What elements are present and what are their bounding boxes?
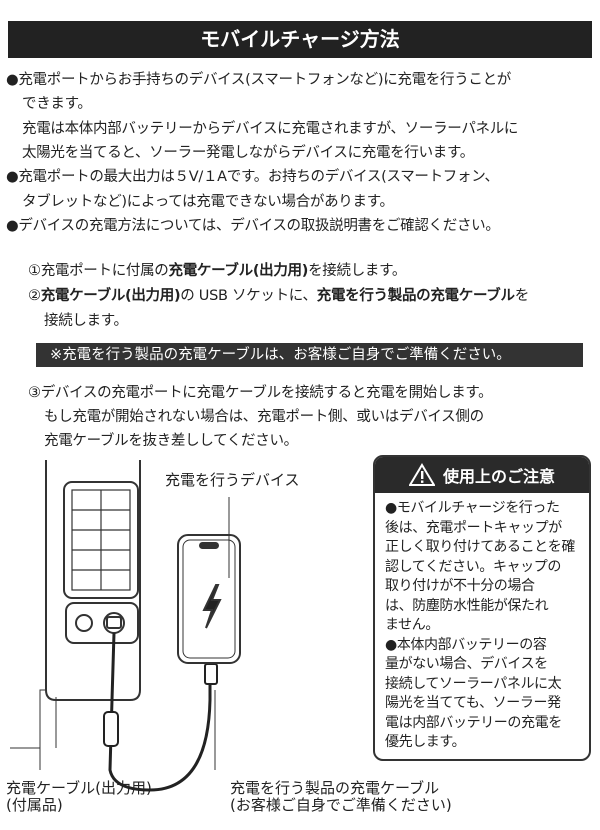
product-cable-label-2: (お客様ご自身でご準備ください) bbox=[230, 796, 452, 814]
step-3-line-1: ③デバイスの充電ポートに充電ケーブルを接続すると充電を開始します。 bbox=[28, 385, 493, 401]
bullet-1-line-4: 太陽光を当てると、ソーラー発電しながらデバイスに充電を行います。 bbox=[22, 145, 474, 161]
caution-line: 優先します。 bbox=[385, 734, 466, 750]
power-bank-illustration bbox=[45, 460, 141, 701]
caution-box: 使用上のご注意 ●モバイルチャージを行った 後は、充電ポートキャップが 正しく取… bbox=[373, 455, 591, 761]
caution-line: 陽光を当てても、ソーラー発 bbox=[385, 695, 561, 711]
lightning-icon bbox=[202, 584, 222, 629]
cable-out-label-2: (付属品) bbox=[6, 796, 63, 814]
warning-icon bbox=[408, 463, 435, 486]
step-2-num: ② bbox=[28, 288, 41, 304]
bullet-1-line-3: 充電は本体内部バッテリーからデバイスに充電されますが、ソーラーパネルに bbox=[22, 121, 519, 137]
step-3-line-2: もし充電が開始されない場合は、充電ポート側、或いはデバイス側の bbox=[44, 409, 484, 425]
smartphone-illustration bbox=[177, 534, 241, 664]
preparation-note: ※充電を行う製品の充電ケーブルは、お客様ご自身でご準備ください。 bbox=[36, 343, 583, 367]
step-1-bold: 充電ケーブル(出力用) bbox=[168, 263, 309, 279]
caution-line: 電は内部バッテリーの充電を bbox=[385, 714, 562, 731]
caution-body: ●モバイルチャージを行った 後は、充電ポートキャップが 正しく取り付けてあること… bbox=[375, 493, 589, 753]
bullet-1-line-1: ●充電ポートからお手持ちのデバイス(スマートフォンなど)に充電を行うことが bbox=[6, 72, 511, 88]
caution-line: ●モバイルチャージを行った bbox=[385, 500, 560, 516]
page-title: モバイルチャージ方法 bbox=[8, 21, 592, 58]
step-3-line-3: 充電ケーブルを抜き差ししてください。 bbox=[44, 433, 298, 449]
caution-line: 認してください。キャップの bbox=[385, 558, 561, 575]
step-2: ②充電ケーブル(出力用)の USB ソケットに、充電を行う製品の充電ケーブルを bbox=[28, 284, 529, 309]
bullet-2-line-1: ●充電ポートの最大出力は５V/１Aです。お持ちのデバイス(スマートフォン、 bbox=[6, 169, 499, 185]
step-2-text: の USB ソケットに、 bbox=[180, 288, 317, 304]
device-label: 充電を行うデバイス bbox=[165, 471, 300, 489]
output-cable bbox=[108, 632, 212, 792]
caution-line: は、防塵防水性能が保たれ bbox=[385, 597, 549, 614]
step-2-bold-1: 充電ケーブル(出力用) bbox=[40, 288, 181, 304]
step-2-line-2: 接続します。 bbox=[44, 313, 128, 329]
power-button-icon bbox=[75, 614, 93, 632]
product-cable-label-1: 充電を行う製品の充電ケーブル bbox=[230, 779, 440, 797]
bullet-2-line-2: タブレットなど)によっては充電できない場合があります。 bbox=[22, 194, 394, 210]
caution-line: ●本体内部バッテリーの容 bbox=[385, 636, 547, 653]
bullet-3-line-1: ●デバイスの充電方法については、デバイスの取扱説明書をご確認ください。 bbox=[6, 218, 500, 234]
step-1: ①充電ポートに付属の充電ケーブル(出力用)を接続します。 bbox=[28, 259, 406, 284]
caution-line: 取り付けが不十分の場合 bbox=[385, 578, 535, 594]
caution-header: 使用上のご注意 bbox=[375, 457, 589, 493]
caution-line: 接続してソーラーパネルに太 bbox=[385, 675, 562, 692]
caution-line: 正しく取り付けてあることを確 bbox=[385, 539, 575, 555]
step-1-text-end: を接続します。 bbox=[308, 263, 407, 279]
caution-line: 後は、充電ポートキャップが bbox=[385, 519, 562, 536]
step-2-text-end: を bbox=[514, 288, 530, 304]
step-1-text: ①充電ポートに付属の bbox=[28, 263, 169, 279]
step-2-bold-2: 充電を行う製品の充電ケーブル bbox=[316, 288, 515, 304]
bullet-1-line-2: できます。 bbox=[22, 96, 92, 112]
caution-line: 量がない場合、デバイスを bbox=[385, 656, 548, 672]
caution-title: 使用上のご注意 bbox=[442, 467, 555, 486]
caution-line: ません。 bbox=[385, 617, 439, 633]
cable-out-label-1: 充電ケーブル(出力用) bbox=[6, 779, 152, 797]
